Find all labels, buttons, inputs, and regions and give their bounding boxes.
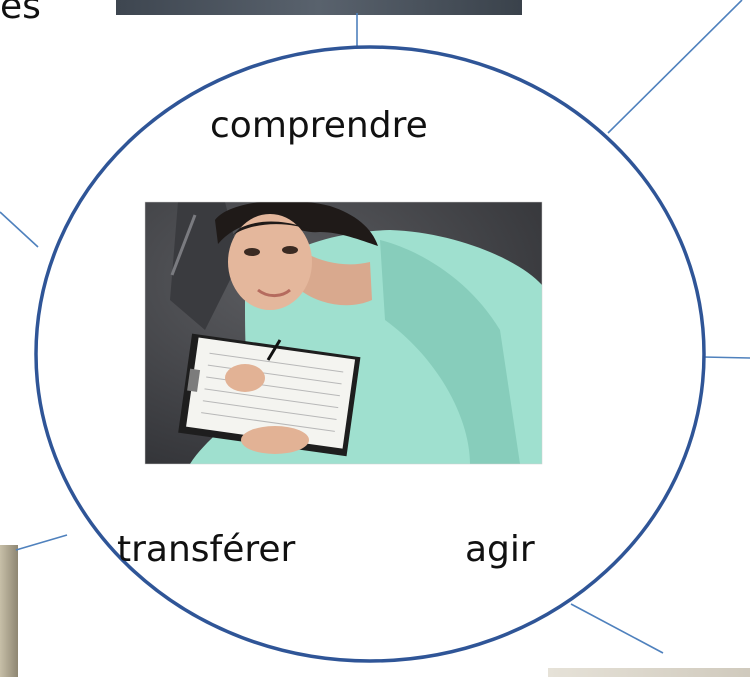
connector-top-right — [607, 0, 743, 134]
connector-bottom-right — [570, 603, 664, 654]
connector-right — [702, 356, 750, 359]
label-agir: agir — [465, 529, 535, 570]
bottom-left-image-fragment — [0, 545, 18, 682]
connector-bottom-left — [15, 534, 68, 551]
nurse-photo-frame — [144, 201, 543, 465]
connector-lines — [0, 0, 750, 654]
label-comprendre: comprendre — [210, 105, 428, 146]
connector-left — [0, 211, 39, 248]
cropped-corner-label: es — [0, 0, 41, 27]
nurse-photo — [145, 202, 542, 464]
top-image-fragment — [116, 0, 522, 15]
bottom-right-image-fragment — [548, 668, 750, 680]
label-transferer: transférer — [117, 529, 296, 570]
